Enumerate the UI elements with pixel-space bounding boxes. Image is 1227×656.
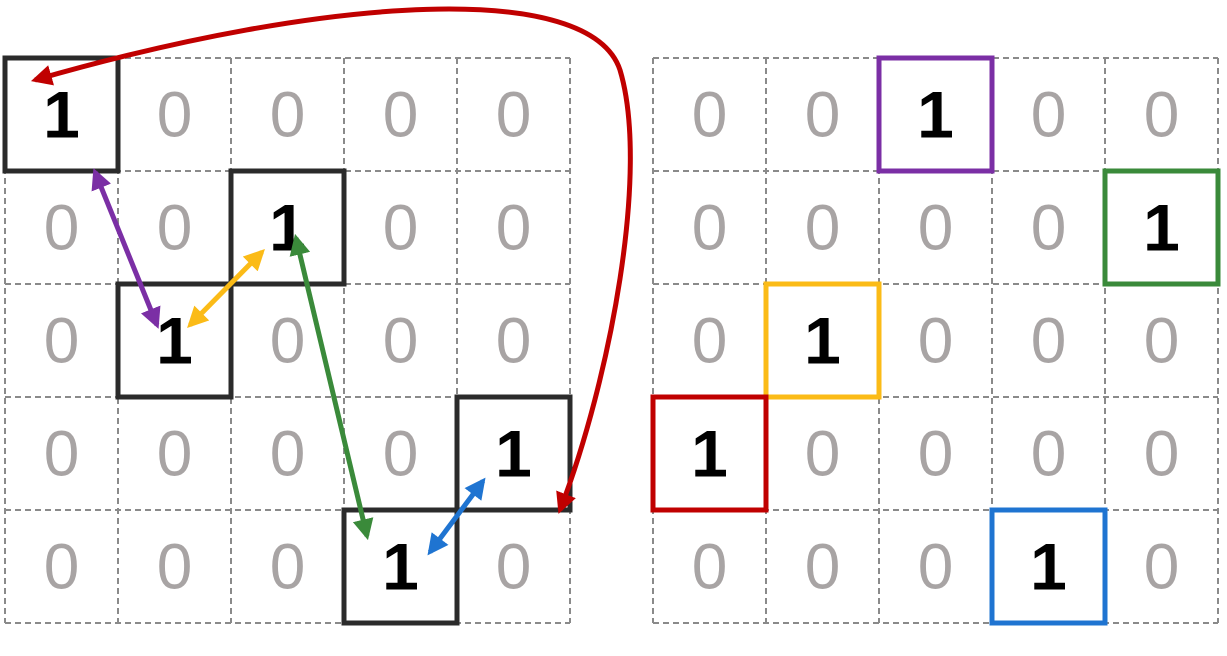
left_grid-cell-r0-c0: 1 — [43, 78, 80, 152]
right_grid-cell-r4-c4: 0 — [1144, 531, 1180, 603]
left_grid-cell-r4-c2: 0 — [270, 531, 306, 603]
right_grid-cell-r0-c3: 0 — [1031, 79, 1067, 151]
left_grid-cell-r1-c1: 0 — [157, 192, 193, 264]
left_grid-cell-r4-c0: 0 — [44, 531, 80, 603]
purple-box — [876, 55, 995, 174]
left_grid-cell-r4-c1: 0 — [157, 531, 193, 603]
right_grid-cell-r1-c4: 1 — [1143, 191, 1180, 265]
left_grid-cell-r0-c1: 0 — [157, 79, 193, 151]
right_grid-cell-r2-c4: 0 — [1144, 305, 1180, 377]
right_grid-cell-r4-c1: 0 — [805, 531, 841, 603]
left_grid-cell-r2-c1: 1 — [156, 304, 193, 378]
right_grid-cell-r4-c3: 1 — [1030, 530, 1067, 604]
left_grid-cell-r1-c3: 0 — [383, 192, 419, 264]
left_grid-cell-r2-c0: 0 — [44, 305, 80, 377]
yellow-arrow — [187, 249, 265, 328]
right_grid-cell-r3-c4: 0 — [1144, 418, 1180, 490]
right_grid-cell-r2-c3: 0 — [1031, 305, 1067, 377]
right_grid-cell-r3-c1: 0 — [805, 418, 841, 490]
left_grid-cell-r2-c3: 0 — [383, 305, 419, 377]
left_grid-cell-r3-c3: 0 — [383, 418, 419, 490]
green-box — [1102, 168, 1221, 287]
left_grid-cell-r0-c2: 0 — [270, 79, 306, 151]
right_grid-cell-r3-c3: 0 — [1031, 418, 1067, 490]
right_grid-cell-r2-c1: 1 — [804, 304, 841, 378]
right_grid-cell-r0-c0: 0 — [692, 79, 728, 151]
left_grid-cell-r1-c4: 0 — [496, 192, 532, 264]
blue-box — [989, 507, 1108, 626]
left_grid-cell-r4-c3: 1 — [382, 530, 419, 604]
right_grid-cell-r1-c1: 0 — [805, 192, 841, 264]
purple-arrow — [91, 168, 161, 329]
left_grid-cell-r3-c1: 0 — [157, 418, 193, 490]
left_grid-cell-r3-c2: 0 — [270, 418, 306, 490]
right_grid-cell-r1-c2: 0 — [918, 192, 954, 264]
right_grid-cell-r2-c0: 0 — [692, 305, 728, 377]
right_grid-cell-r0-c2: 1 — [917, 78, 954, 152]
right_grid-cell-r3-c0: 1 — [691, 417, 728, 491]
left_grid-cell-r0-c3: 0 — [383, 79, 419, 151]
right_grid-cell-r4-c2: 0 — [918, 531, 954, 603]
right_grid-cell-r3-c2: 0 — [918, 418, 954, 490]
arrows-layer — [30, 6, 633, 556]
yellow-box — [763, 281, 882, 400]
right_grid-cell-r4-c0: 0 — [692, 531, 728, 603]
left_grid-cell-r1-c0: 0 — [44, 192, 80, 264]
right_grid-cell-r1-c3: 0 — [1031, 192, 1067, 264]
left_grid-cell-r3-c0: 0 — [44, 418, 80, 490]
right_grid-cell-r1-c0: 0 — [692, 192, 728, 264]
right_grid-cell-r2-c2: 0 — [918, 305, 954, 377]
right_grid-cell-r0-c4: 0 — [1144, 79, 1180, 151]
left_grid-cell-r2-c2: 0 — [270, 305, 306, 377]
left_grid-cell-r0-c4: 0 — [496, 79, 532, 151]
left_grid-cell-r3-c4: 1 — [495, 417, 532, 491]
red-box — [650, 394, 769, 513]
right-grid: 0 0 1 0 0 0 0 0 0 1 0 1 0 0 0 1 0 0 0 0 0 0 0 1 0 — [650, 55, 1221, 626]
left_grid-cell-r2-c4: 0 — [496, 305, 532, 377]
red-arrow — [30, 6, 633, 514]
right_grid-cell-r0-c1: 0 — [805, 79, 841, 151]
left_grid-cell-r4-c4: 0 — [496, 531, 532, 603]
